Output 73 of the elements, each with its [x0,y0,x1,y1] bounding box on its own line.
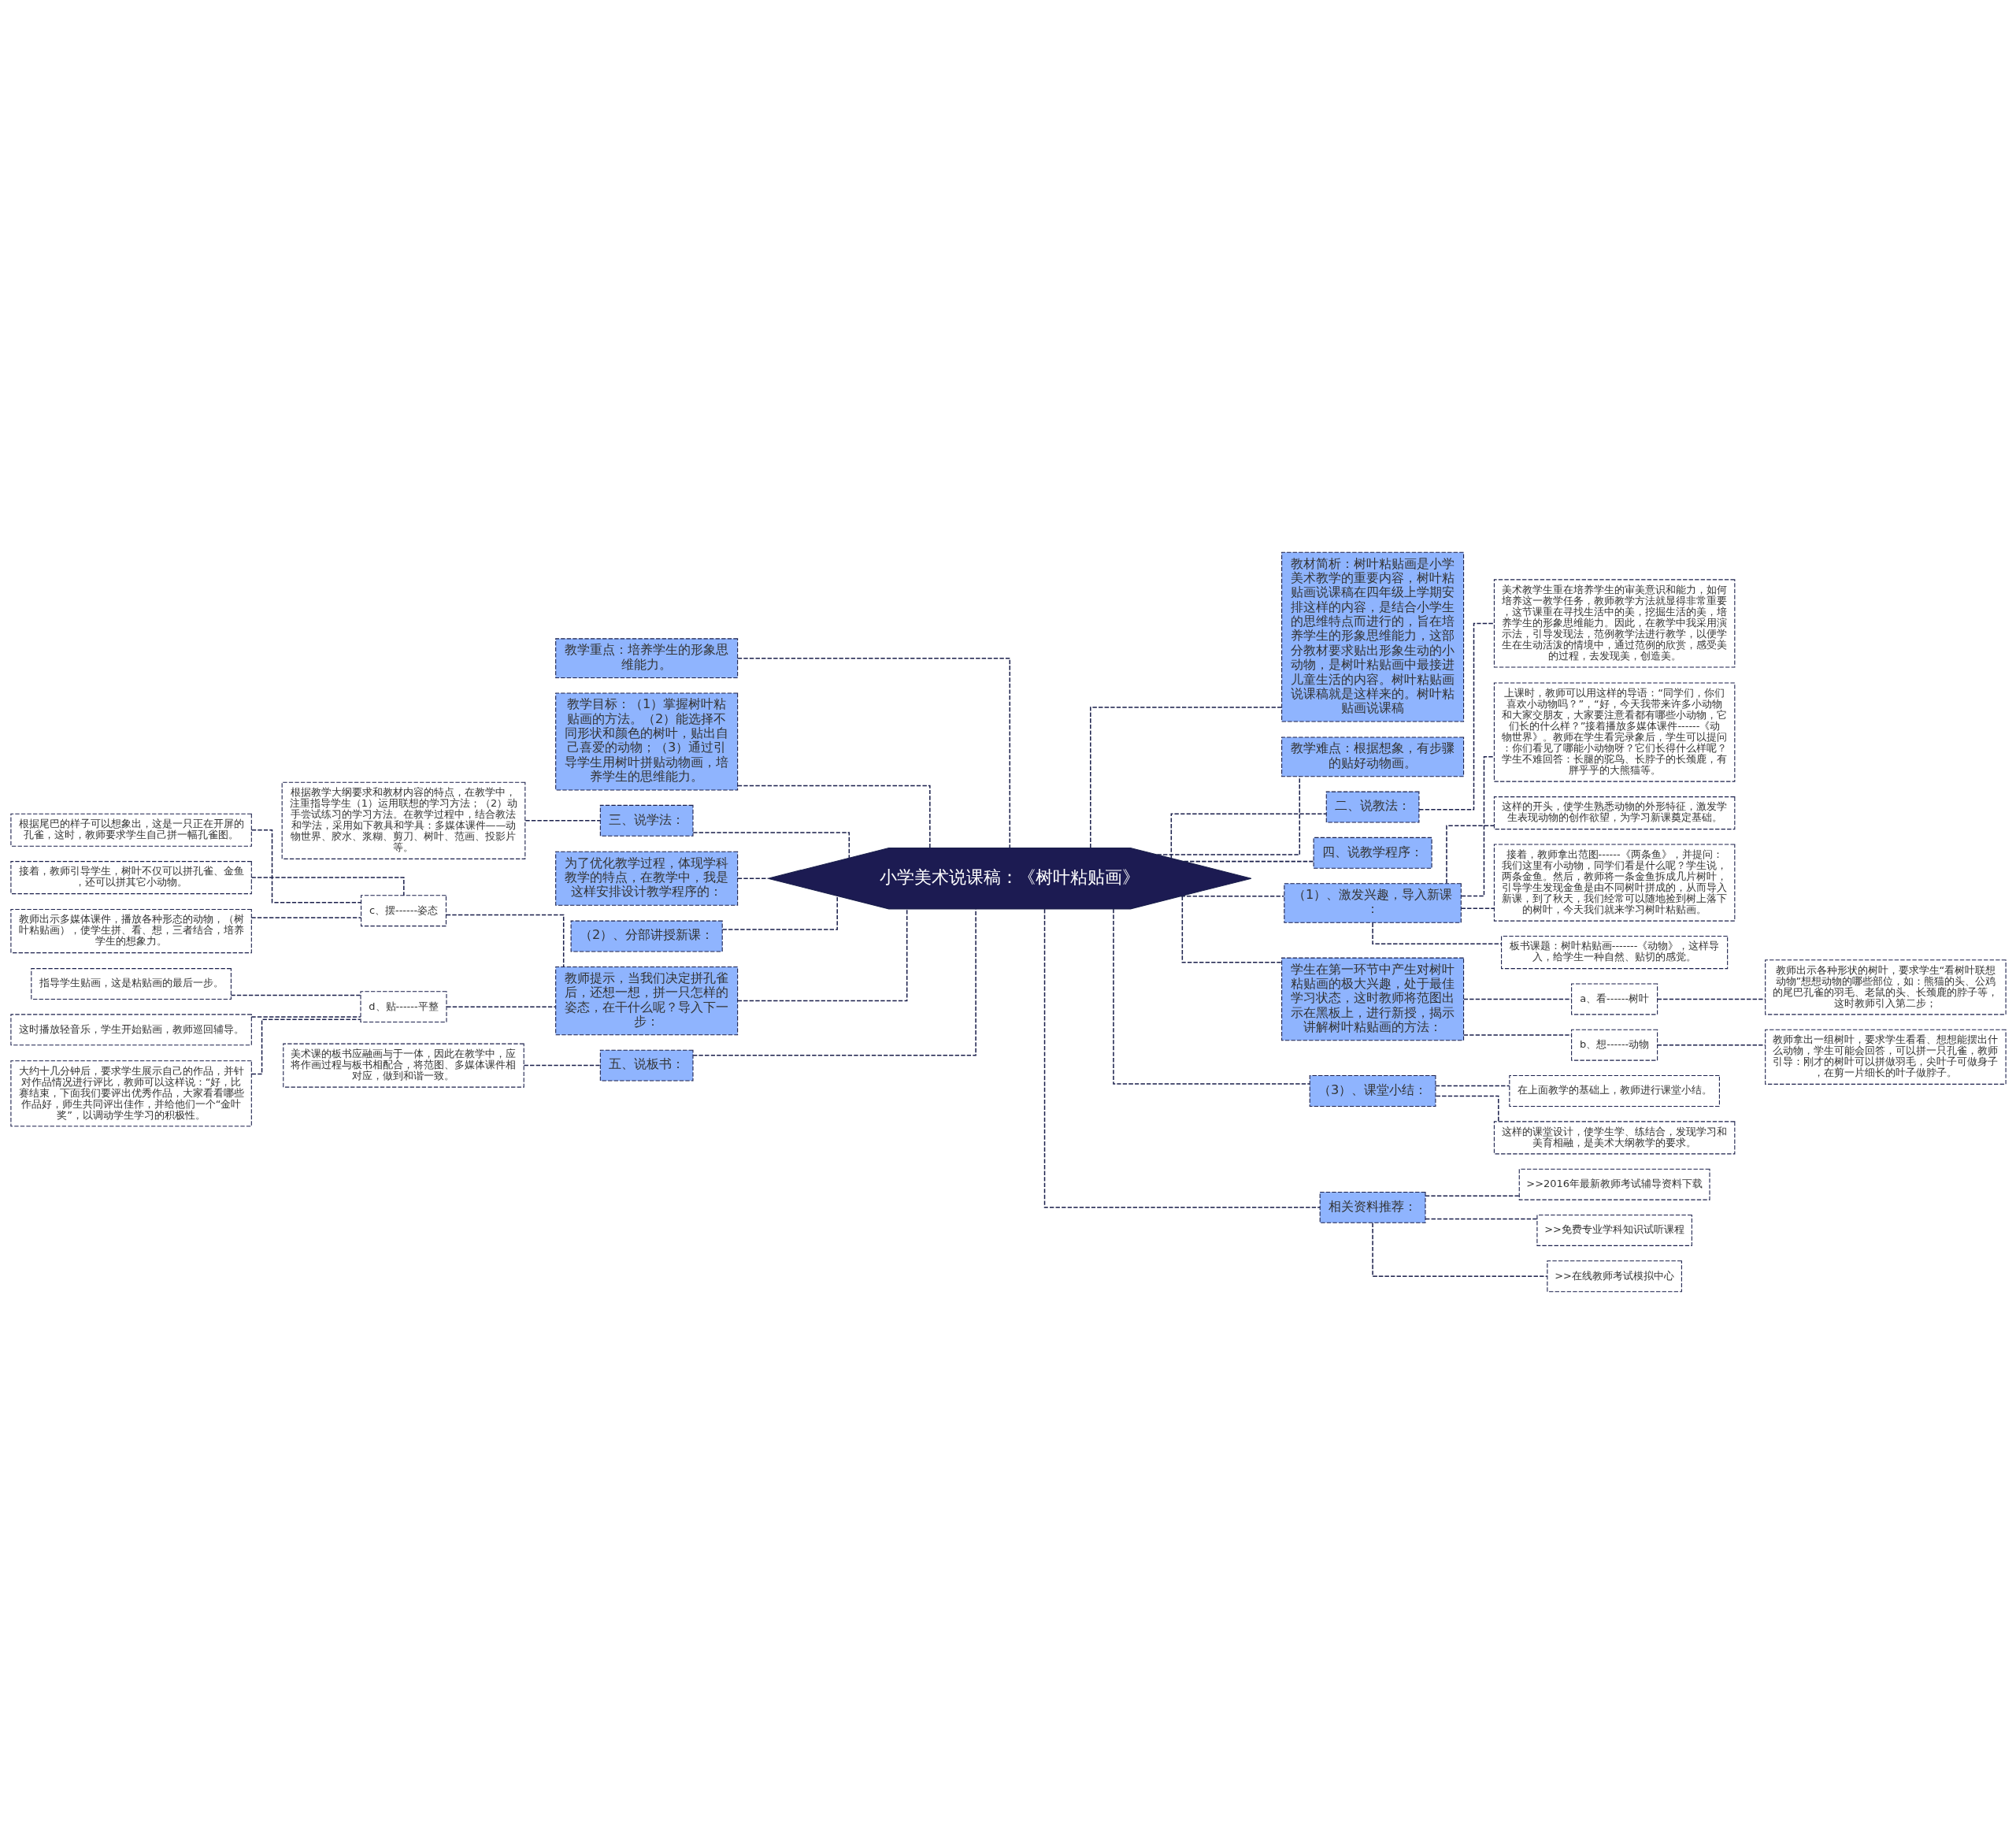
connector [230,994,361,996]
node-box: 美术课的板书应融画与于一体，因此在教学中，应将作画过程与板书相配合，将范图、多媒体课件相对应，做到和谐一致。 [282,1043,524,1088]
connector [1371,1222,1547,1277]
node-box: 根据尾巴的样子可以想象出，这是一只正在开屏的孔雀，这时，教师要求学生自己拼一幅孔雀图。 [9,813,252,847]
connector [1656,1044,1766,1046]
connector [1112,908,1310,1085]
node-box: b、想------动物 [1570,1029,1658,1061]
connector [1170,813,1327,859]
connector [250,877,405,896]
node-box: 美术教学生重在培养学生的审美意识和能力，如何培养这一教学任务，教师教学方法就显得非常重要，这节课重在寻找生活中的美，挖掘生活的美，培养学生的形象思维能力。因此，在教学中我采用演示法，引导发现法，范例教学法进行教学，以便学生在生动活泼的情境中，通过范例的欣赏，感受美的过程，去发现美，创造美。 [1493,579,1735,668]
node-box: >>在线教师考试模拟中心 [1546,1260,1682,1293]
connector [736,908,907,1002]
node-box: 教学难点：根据想象，有步骤的贴好动物画。 [1280,736,1464,777]
connector [1434,1085,1510,1087]
node-box: a、看------树叶 [1570,983,1658,1015]
connector [691,908,976,1056]
connector [1424,1195,1520,1197]
node-box: 教师出示各种形状的树叶，要求学生“看树叶联想动物”想想动物的哪些部位，如：熊猫的头、公鸡的尾巴孔雀的羽毛、老鼠的头、长颈鹿的脖子等，这时教师引入第二步； [1764,959,2007,1015]
node-box: （3）、课堂小结： [1309,1075,1436,1107]
connector [736,785,931,849]
connector [446,1006,556,1007]
node-box: 学生在第一环节中产生对树叶粘贴画的极大兴趣，处于最佳学习状态，这时教师将范图出示在黑板上，进行新授，揭示讲解树叶粘贴画的方法： [1280,957,1464,1041]
connector [1462,1034,1572,1036]
connector [691,832,850,859]
connector [1435,1095,1499,1122]
node-box: 接着，教师拿出范图------《两条鱼》，并提问：我们这里有小动物，同学们看是什么呢？学生说，两条金鱼。然后，教师将一条金鱼拆成几片树叶，引导学生发现金鱼是由不同树叶拼成的，从而导入新课，到了秋天，我们经常可以随地捡到树上落下的树叶，今天我们就来学习树叶粘贴画。 [1493,844,1735,922]
node-box: 五、说板书： [599,1049,693,1082]
node-box: 指导学生贴画，这是粘贴画的最后一步。 [30,968,232,1000]
node-box: 三、说学法： [599,804,693,837]
connector [1180,896,1284,897]
connector [1183,860,1314,863]
connector [736,657,1010,849]
node-box: 教学重点：培养学生的形象思维能力。 [554,638,738,679]
node-box: 教学目标：（1）掌握树叶粘贴画的方法。（2）能选择不同形状和颜色的树叶，贴出自己喜爱的动物；（3）通过引导学生用树叶拼贴动物画，培养学生的思维能力。 [554,692,738,791]
node-box: （2）、分部讲授新课： [570,920,723,952]
node-box: 大约十几分钟后，要求学生展示自己的作品，并针对作品情况进行评比，教师可以这样说：“好，比赛结束，下面我们要评出优秀作品，大家看看哪些作品好，师生共同评出佳作，并给他们一个“金叶奖”，以调动学生学习的积极性。 [9,1060,252,1127]
node-box: c、摆------姿态 [360,895,447,927]
connector [1445,825,1495,884]
connector [1656,998,1766,1000]
node-box: 在上面教学的基础上，教师进行课堂小结。 [1508,1075,1720,1107]
connector [523,1064,601,1067]
connector [1460,756,1495,897]
node-box: 这样的课堂设计，使学生学、练结合，发现学习和美育相融，是美术大纲教学的要求。 [1493,1121,1735,1155]
node-box: 根据教学大纲要求和教材内容的特点，在教学中，注重指导学生（1）运用联想的学习方法；（2）动手尝试练习的学习方法。在教学过程中，结合教法和学法，采用如下教具和学具：多媒体课件——动物世界、胶水、浆糊、剪刀、树叶、范画、投影片等。 [281,781,525,859]
connector [250,1016,361,1018]
connector [1460,907,1495,910]
connector [721,895,838,930]
node-box: 二、说教法： [1325,791,1419,823]
node-box: 教材简析：树叶粘贴画是小学美术教学的重要内容，树叶粘贴画说课稿在四年级上学期安排这样的内容，是结合小学生的思维特点而进行的，旨在培养学生的形象思维能力，这部分教材要求贴出形象生动的小动物，是树叶粘贴画中最接进儿童生活的内容。树叶粘贴画说课稿就是这样来的。树叶粘贴画说课稿 [1280,551,1464,722]
connector [1089,707,1282,849]
connector [524,820,601,822]
connector [250,917,361,918]
node-box: 为了优化教学过程，体现学科教学的特点，在教学中，我是这样安排设计教学程序的： [554,851,738,906]
node-box: >>2016年最新教师考试辅导资料下载 [1518,1168,1710,1200]
node-box: 相关资料推荐： [1319,1191,1426,1223]
connector [1424,1218,1538,1220]
node-box: 这样的开头，使学生熟悉动物的外形特征，激发学生表现动物的创作欲望，为学习新课奠定基础。 [1493,796,1735,830]
node-box: 教师出示多媒体课件，播放各种形态的动物，（树叶粘贴画），使学生拼、看、想，三者结合，培养学生的想象力。 [9,909,252,954]
node-box: 上课时，教师可以用这样的导语：“同学们，你们喜欢小动物吗？”，“好，今天我带来许多小动物和大家交朋友，大家要注意看都有哪些小动物，它们长的什么样？”接着播放多媒体课件------《动物世界》。教师在学生看完录象后，学生可以提问：你们看见了哪能小动物呀？它们长得什么样呢？学生不难回答：长腿的驼鸟、长脖子的长颈鹿，有胖乎乎的大熊猫等。 [1493,682,1735,782]
node-box: 这时播放轻音乐，学生开始贴画，教师巡回辅导。 [9,1014,252,1046]
node-box: （1）、激发兴趣，导入新课： [1283,883,1462,923]
node-box: 板书课题：树叶粘贴画-------《动物》，这样导入，给学生一种自然、贴切的感觉。 [1500,936,1728,970]
connector [1181,896,1282,963]
node-box: 四、说教学程序： [1313,837,1432,869]
connector [250,1018,361,1075]
connector [1462,998,1572,1000]
node-box: 接着，教师引导学生，树叶不仅可以拼孔雀、金鱼，还可以拼其它小动物。 [9,861,252,895]
connector [1043,908,1321,1208]
node-box: d、贴------平整 [359,991,447,1023]
node-box: 教师提示，当我们决定拼孔雀后，还想一想，拼一只怎样的姿态，在干什么呢？导入下一步： [554,966,738,1036]
connector [445,914,564,967]
node-box: 教师拿出一组树叶，要求学生看看、想想能摆出什么动物，学生可能会回答，可以拼一只孔雀，教师引导：刚才的树叶可以拼做羽毛，尖叶子可做身子，在剪一片细长的叶子做脖子。 [1764,1029,2007,1085]
node-box: >>免费专业学科知识试听课程 [1536,1215,1692,1246]
